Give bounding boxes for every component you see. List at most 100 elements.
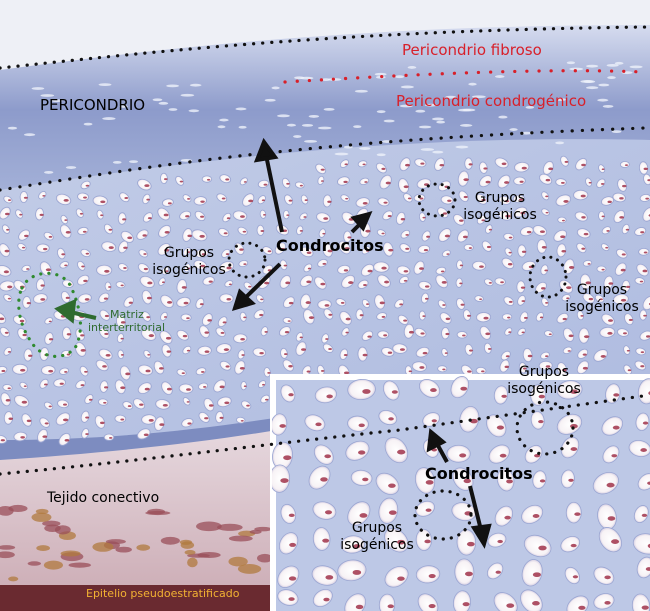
lacuna xyxy=(3,346,12,356)
lacuna xyxy=(634,277,645,285)
lacuna xyxy=(384,437,409,464)
lacuna xyxy=(598,527,622,553)
lacuna xyxy=(357,279,369,289)
fibroblast xyxy=(102,117,116,120)
nucleus xyxy=(85,433,89,435)
nucleus xyxy=(463,478,471,484)
lacuna xyxy=(103,433,115,441)
nucleus xyxy=(85,416,90,419)
fibroblast xyxy=(44,171,54,174)
lacuna xyxy=(117,263,129,272)
nucleus xyxy=(608,282,614,285)
lacuna xyxy=(311,565,338,586)
nucleus xyxy=(464,571,473,577)
nucleus xyxy=(353,544,361,549)
lacuna xyxy=(141,289,153,305)
fibroblast xyxy=(585,86,599,90)
nucleus xyxy=(222,321,227,324)
lacuna xyxy=(556,413,583,435)
nucleus xyxy=(572,575,579,579)
lacuna xyxy=(494,505,514,527)
lacuna xyxy=(176,329,189,341)
nucleus xyxy=(262,214,266,216)
nucleus xyxy=(539,316,544,319)
nucleus xyxy=(622,184,627,188)
lacuna xyxy=(14,394,30,408)
nucleus xyxy=(442,368,446,371)
lacuna xyxy=(55,193,72,206)
lacuna xyxy=(565,501,582,524)
lacuna xyxy=(158,277,166,286)
lacuna xyxy=(175,175,185,186)
nucleus xyxy=(200,200,205,203)
lacuna xyxy=(557,216,567,224)
lacuna xyxy=(80,180,91,190)
nucleus xyxy=(496,425,504,430)
nucleus xyxy=(204,331,210,334)
lacuna xyxy=(574,211,588,222)
nucleus xyxy=(8,417,13,420)
fibroblast xyxy=(445,95,457,99)
lacuna xyxy=(539,173,553,185)
lacuna xyxy=(382,210,394,221)
nucleus xyxy=(388,510,397,515)
lacuna xyxy=(504,247,513,257)
lacuna xyxy=(501,313,513,321)
label-tejido-conectivo: Tejido conectivo xyxy=(47,490,160,506)
nucleus xyxy=(581,163,586,167)
nucleus xyxy=(588,181,592,184)
nucleus xyxy=(486,245,492,249)
lacuna xyxy=(161,381,173,395)
lacuna xyxy=(193,196,208,206)
lacuna xyxy=(500,350,511,361)
lacuna xyxy=(485,224,493,234)
fibroblast xyxy=(293,135,302,138)
lacuna xyxy=(638,247,650,256)
lacuna xyxy=(576,242,587,254)
lacuna xyxy=(439,312,452,324)
lacuna xyxy=(361,330,374,341)
lacuna xyxy=(157,242,171,256)
fibroblast xyxy=(498,115,508,119)
lacuna xyxy=(92,195,108,207)
nucleus xyxy=(607,200,612,204)
lacuna xyxy=(642,207,650,222)
nucleus xyxy=(440,270,445,273)
nucleus xyxy=(166,350,172,353)
lacuna xyxy=(438,228,452,242)
lacuna xyxy=(195,367,207,376)
nucleus xyxy=(225,178,230,181)
lacuna xyxy=(137,364,153,376)
nucleus xyxy=(403,185,409,189)
nucleus xyxy=(428,604,436,609)
fibroblast xyxy=(219,118,229,122)
lacuna xyxy=(74,341,87,357)
lacuna xyxy=(457,229,469,243)
lacuna xyxy=(593,593,615,610)
nucleus xyxy=(459,453,467,458)
lacuna xyxy=(98,348,113,360)
lacuna xyxy=(161,265,170,276)
nucleus xyxy=(26,419,32,423)
lacuna xyxy=(486,414,507,438)
lacuna xyxy=(224,280,234,288)
nucleus xyxy=(384,280,390,284)
nucleus xyxy=(23,196,28,199)
lacuna xyxy=(12,363,29,375)
nucleus xyxy=(399,348,405,351)
lacuna xyxy=(141,414,157,425)
nucleus xyxy=(200,370,205,373)
nucleus xyxy=(601,168,605,171)
lacuna xyxy=(418,212,426,222)
lacuna xyxy=(375,162,387,174)
fibroblast xyxy=(264,98,276,102)
fibroblast xyxy=(602,105,614,108)
connective-cell xyxy=(36,545,50,552)
nucleus xyxy=(479,298,483,300)
nucleus xyxy=(186,251,191,253)
nucleus xyxy=(146,316,151,319)
nucleus xyxy=(381,232,385,235)
nucleus xyxy=(420,332,425,335)
lacuna xyxy=(341,274,356,289)
fibroblast xyxy=(31,87,45,90)
